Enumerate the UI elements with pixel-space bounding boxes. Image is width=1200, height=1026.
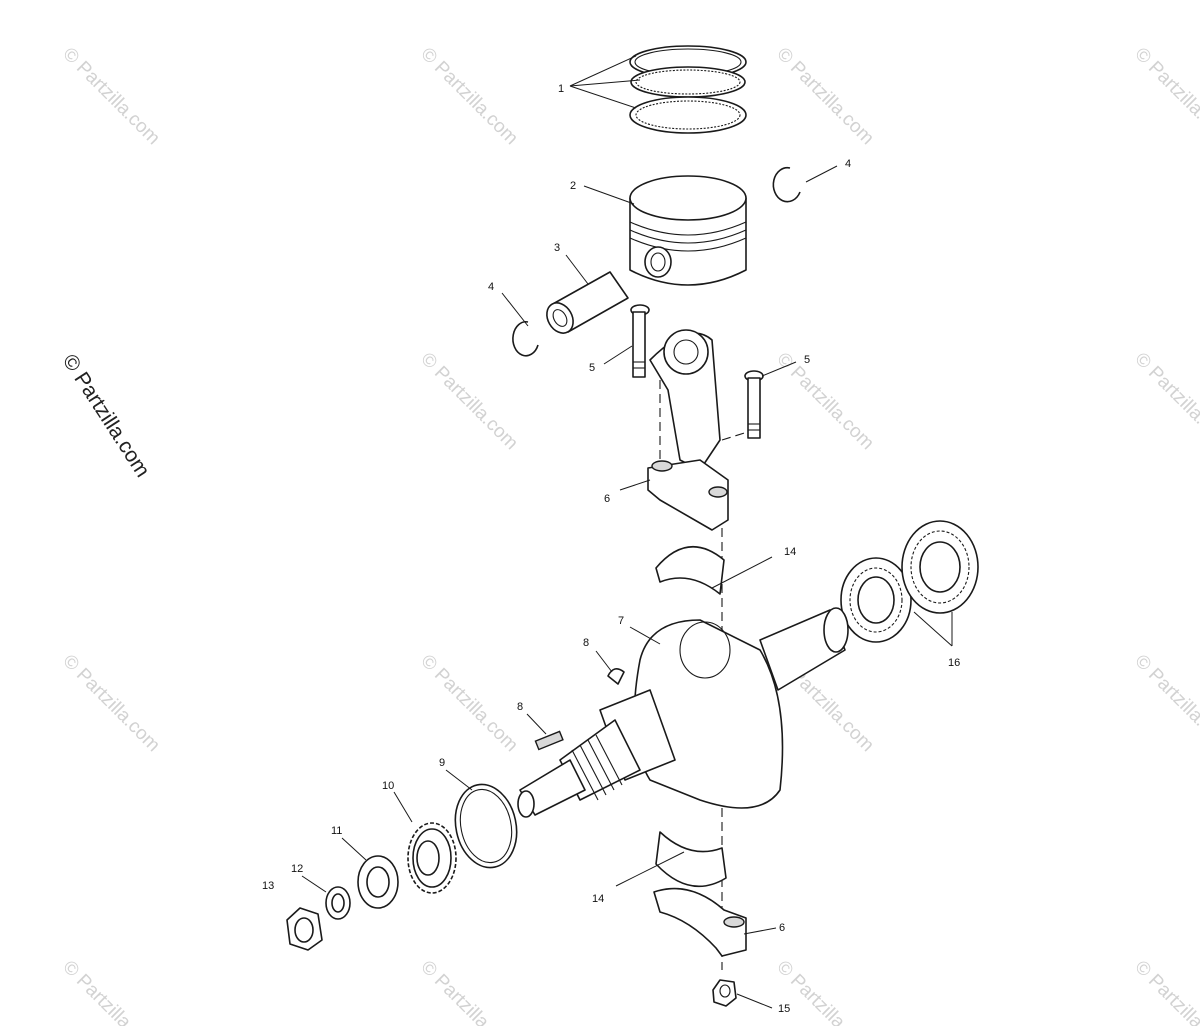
callout-5-left: 5 (589, 362, 595, 374)
callout-7: 7 (618, 615, 624, 627)
connecting-rod (647, 329, 729, 531)
watermark-tile: © Partzilla.com (58, 957, 163, 1026)
centerline-bolt-right (721, 429, 755, 441)
bearing-shell-lower (655, 831, 727, 888)
watermark-tile: © Partzilla.com (772, 349, 877, 454)
watermark-tile: © Partzilla.com (416, 957, 521, 1026)
callout-14-lower: 14 (592, 893, 604, 905)
callout-14-upper: 14 (784, 546, 796, 558)
bearing-shell-upper (655, 546, 725, 595)
main-bearing-outer (901, 520, 979, 614)
callout-11: 11 (331, 825, 342, 837)
watermark-tile: © Partzilla.com (1130, 44, 1200, 149)
callout-3: 3 (554, 242, 560, 254)
rod-cap-nut (712, 979, 737, 1007)
rod-bolt-right (744, 370, 764, 439)
callout-16: 16 (948, 657, 960, 669)
callout-8-lower: 8 (517, 701, 523, 713)
leader-lines (301, 55, 953, 1009)
watermark-tile: © Partzilla.com (416, 349, 521, 454)
watermark-tile: © Partzilla.com (1130, 957, 1200, 1026)
watermark-tile: © Partzilla.com (1130, 349, 1200, 454)
crankshaft (517, 607, 849, 818)
watermark-tile: © Partzilla.com (772, 957, 877, 1026)
connecting-rod-cap (653, 887, 747, 957)
circlip-left (512, 320, 539, 357)
piston-pin (546, 271, 629, 334)
circlip-right (772, 166, 801, 203)
callout-6-lower: 6 (779, 922, 785, 934)
watermark-tile: © Partzilla.com (1130, 651, 1200, 756)
watermark-tile: © Partzilla.com (772, 44, 877, 149)
callout-8-upper: 8 (583, 637, 589, 649)
callout-15: 15 (778, 1003, 790, 1015)
callout-2: 2 (570, 180, 576, 192)
callout-1: 1 (558, 83, 564, 95)
rod-bolt-left (630, 304, 650, 378)
callout-4-right: 4 (845, 158, 851, 170)
timing-gear (407, 822, 457, 894)
washer (325, 886, 351, 920)
callouts: 1 2 3 4 4 5 5 6 6 7 8 8 9 10 11 12 13 14… (262, 83, 960, 1015)
callout-13: 13 (262, 880, 274, 892)
callout-12: 12 (291, 863, 303, 875)
main-bearing-inner (840, 557, 912, 643)
watermark-tile: © Partzilla.com (58, 44, 163, 149)
callout-10: 10 (382, 780, 394, 792)
crank-nut (286, 907, 323, 951)
piston (629, 175, 747, 286)
watermark-tiles: © Partzilla.com © Partzilla.com © Partzi… (58, 44, 1200, 1026)
callout-5-right: 5 (804, 354, 810, 366)
callout-9: 9 (439, 757, 445, 769)
slotted-nut (357, 855, 399, 909)
piston-rings (629, 45, 747, 134)
woodruff-key (607, 668, 625, 685)
watermark-tile: © Partzilla.com (416, 44, 521, 149)
callout-6-upper: 6 (604, 493, 610, 505)
callout-4-left: 4 (488, 281, 494, 293)
watermark-tile: © Partzilla.com (58, 651, 163, 756)
watermark-tile: © Partzilla.com (416, 651, 521, 756)
watermark-main: © Partzilla.com (58, 350, 154, 481)
o-ring (454, 783, 518, 869)
flat-key (534, 730, 564, 751)
